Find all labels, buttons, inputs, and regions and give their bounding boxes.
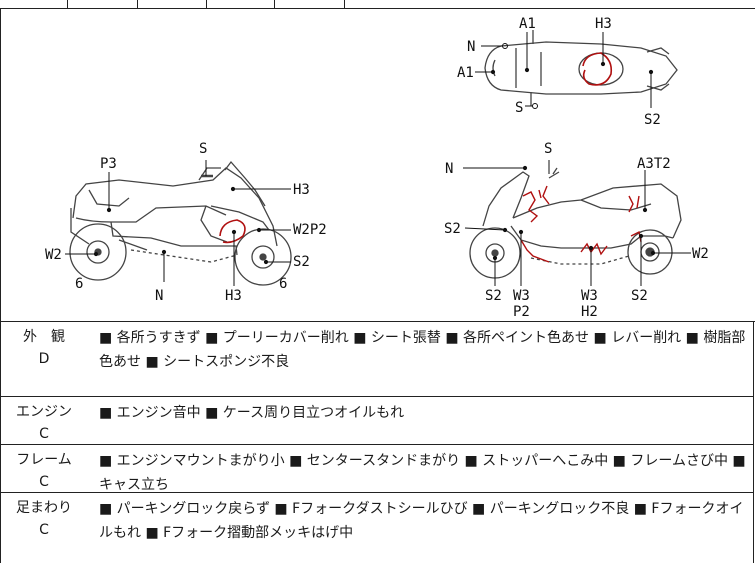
condition-row-frame: フレーム C ■ エンジンマウントまがり小 ■ センタースタンドまがり ■ スト… — [0, 445, 754, 493]
label-w2-right: W2 — [692, 246, 709, 262]
condition-text: ■ パーキングロック戻らず ■ Fフォークダストシールひび ■ パーキングロック… — [99, 501, 744, 541]
damage-mark-left — [219, 219, 246, 244]
damage-marks-right — [520, 185, 642, 263]
condition-row-engine: エンジン C ■ エンジン音中 ■ ケース周り目立つオイルもれ — [0, 397, 754, 445]
label-a1-top: A1 — [519, 16, 536, 32]
damage-mark-top — [582, 52, 613, 86]
leader-lines-left — [65, 160, 291, 286]
label-s2-right-bottom: S2 — [485, 288, 502, 304]
label-s-left: S — [199, 141, 207, 157]
condition-category-cell: フレーム C — [1, 445, 87, 493]
condition-category-cell: 外 観 D — [1, 322, 87, 370]
condition-grade: D — [38, 351, 50, 367]
label-s2-right-end: S2 — [631, 288, 648, 304]
condition-row-exterior: 外 観 D ■ 各所うすきず ■ プーリーカバー削れ ■ シート張替 ■ 各所ペ… — [0, 322, 754, 397]
label-s2-right-side: S2 — [444, 221, 461, 237]
label-p2-a: P2 — [513, 304, 530, 320]
label-p3: P3 — [100, 156, 117, 172]
label-s2-top-view: S2 — [644, 112, 661, 128]
label-h3-left-bottom: H3 — [225, 288, 242, 304]
condition-text: ■ エンジン音中 ■ ケース周り目立つオイルもれ — [99, 405, 405, 421]
leader-lines-top — [475, 32, 654, 109]
label-n-right: N — [445, 161, 453, 177]
condition-category-cell: エンジン C — [1, 397, 87, 445]
label-w2-left: W2 — [45, 247, 62, 263]
header-strip — [0, 0, 755, 9]
label-w2p2: W2P2 — [293, 222, 327, 238]
condition-text: ■ エンジンマウントまがり小 ■ センタースタンドまがり ■ ストッパーへこみ中… — [99, 453, 746, 493]
damage-diagram: S P3 H3 W2P2 W2 S2 6 6 N H3 — [0, 8, 755, 322]
label-s2-left: S2 — [293, 254, 310, 270]
condition-category: フレーム — [16, 452, 72, 468]
condition-text: ■ 各所うすきず ■ プーリーカバー削れ ■ シート張替 ■ 各所ペイント色あせ… — [99, 330, 746, 370]
label-w3-b: W3 — [581, 288, 598, 304]
label-h3-left-top: H3 — [293, 182, 310, 198]
condition-category: エンジン — [16, 404, 72, 420]
condition-category: 足まわり — [16, 500, 72, 516]
label-a1-left-top-view: A1 — [457, 65, 474, 81]
label-s-right: S — [544, 141, 552, 157]
condition-category: 外 観 — [23, 329, 65, 345]
label-n-top-view: N — [467, 39, 475, 55]
scooter-right-view — [469, 167, 682, 279]
condition-row-suspension: 足まわり C ■ パーキングロック戻らず ■ Fフォークダストシールひび ■ パ… — [0, 493, 754, 563]
label-h2: H2 — [581, 304, 598, 320]
scooter-left-view — [69, 160, 292, 286]
leader-lines-right — [463, 160, 691, 286]
condition-category-cell: 足まわり C — [1, 493, 87, 541]
condition-grade: C — [39, 522, 49, 538]
label-h3-top-view: H3 — [595, 16, 612, 32]
condition-grade: C — [39, 474, 49, 490]
condition-grade: C — [39, 426, 49, 442]
scooter-top-view — [484, 30, 678, 106]
label-6-left: 6 — [75, 276, 83, 292]
label-s-top-view: S — [515, 100, 523, 116]
label-w3-a: W3 — [513, 288, 530, 304]
label-a3t2: A3T2 — [637, 156, 671, 172]
label-n-left: N — [155, 288, 163, 304]
label-6-right: 6 — [279, 276, 287, 292]
